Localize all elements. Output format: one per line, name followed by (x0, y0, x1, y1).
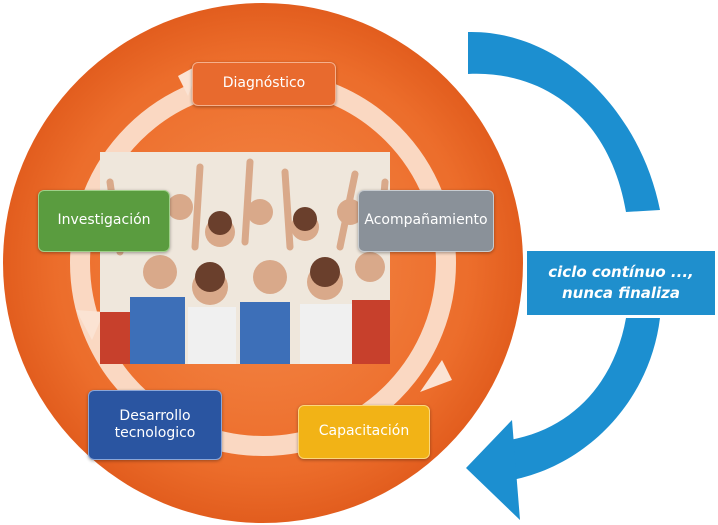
cycle-note-line1: ciclo contínuo ..., (548, 263, 694, 281)
stage-capacitacion: Capacitación (298, 405, 430, 459)
blue-arc-lower (510, 318, 660, 480)
blue-arc-upper (468, 31, 660, 212)
stage-capacitacion-label: Capacitación (318, 423, 410, 440)
cycle-note: ciclo contínuo ..., nunca finaliza (527, 251, 715, 315)
cycle-note-line2: nunca finaliza (561, 284, 680, 302)
stage-desarrollo-tecnologico: Desarrollo tecnologico (88, 390, 222, 460)
stage-diagnostico: Diagnóstico (192, 62, 336, 106)
people-photo (100, 152, 390, 364)
blue-arrowhead (466, 420, 520, 520)
stage-investigacion: Investigación (38, 190, 170, 252)
ring-arrowhead-left (76, 310, 104, 340)
stage-acompanamiento: Acompañamiento (358, 190, 494, 252)
stage-investigacion-label: Investigación (57, 212, 151, 229)
stage-acompanamiento-label: Acompañamiento (364, 212, 488, 229)
ring-arrowhead-right (420, 360, 452, 392)
stage-desarrollo-line1: Desarrollo (119, 407, 191, 424)
crowd-illustration (100, 152, 390, 364)
stage-diagnostico-label: Diagnóstico (222, 75, 306, 92)
stage-desarrollo-line2: tecnologico (114, 425, 196, 441)
